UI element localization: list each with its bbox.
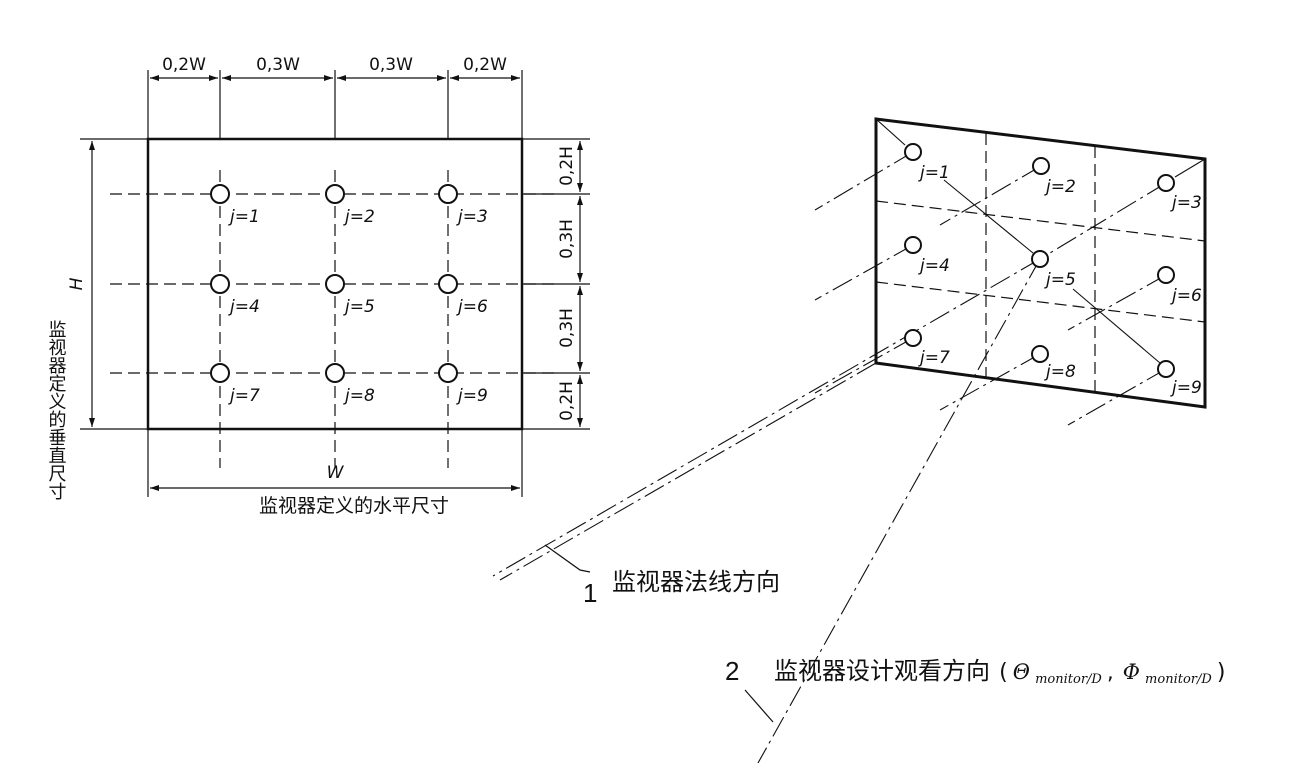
height-symbol: H bbox=[67, 277, 87, 290]
point-label: j=2 bbox=[343, 207, 375, 227]
point-label: j=3 bbox=[1170, 193, 1202, 213]
point-label: j=7 bbox=[228, 386, 260, 406]
normal-direction-line bbox=[492, 258, 1041, 577]
point-label: j=4 bbox=[228, 297, 260, 317]
diagonals bbox=[875, 118, 1206, 364]
point-label: j=9 bbox=[1170, 378, 1202, 398]
point-label: j=6 bbox=[456, 297, 488, 317]
perspective-grid bbox=[875, 133, 1206, 392]
height-dim-4: 0,2H bbox=[557, 381, 577, 421]
point-label: j=5 bbox=[1044, 270, 1076, 290]
point-label: j=1 bbox=[228, 207, 260, 227]
perspective-points bbox=[904, 143, 1175, 378]
callout-1-number: 1 bbox=[583, 578, 597, 608]
leader-line-1 bbox=[544, 544, 591, 573]
front-view-labels: 0,2W 0,3W 0,3W 0,2W 0,2H 0,3H 0,3H 0,2H … bbox=[46, 55, 578, 517]
point-label: j=3 bbox=[456, 207, 488, 227]
grid-lines bbox=[110, 170, 560, 468]
perspective-view bbox=[492, 117, 1207, 763]
phi-symbol: Φ bbox=[1123, 660, 1140, 684]
point-label: j=6 bbox=[1170, 286, 1202, 306]
monitor-outline-perspective bbox=[874, 117, 1207, 409]
width-caption: 监视器定义的水平尺寸 bbox=[259, 495, 449, 517]
width-dim-4: 0,2W bbox=[463, 55, 507, 75]
leader-line-2 bbox=[744, 689, 774, 723]
dimension-lines bbox=[89, 75, 583, 491]
theta-symbol: Θ bbox=[1013, 660, 1030, 684]
width-dim-3: 0,3W bbox=[369, 55, 413, 75]
height-dim-1: 0,2H bbox=[557, 146, 577, 186]
point-label: j=5 bbox=[343, 297, 375, 317]
callout-1-label: 监视器法线方向 bbox=[612, 568, 780, 596]
point-label: j=8 bbox=[343, 386, 375, 406]
design-viewing-direction-line bbox=[757, 258, 1041, 763]
callout-2-label: 监视器设计观看方向 ( Θ monitor/D , Φ monitor/D ) bbox=[774, 657, 1226, 687]
width-dim-1: 0,2W bbox=[162, 55, 206, 75]
point-label: j=1 bbox=[918, 163, 950, 183]
front-view bbox=[80, 70, 590, 497]
height-caption: 监视器定义的垂直尺寸 bbox=[46, 320, 67, 500]
height-dim-3: 0,3H bbox=[557, 308, 577, 348]
extension-lines bbox=[80, 70, 590, 497]
viewing-direction-lines bbox=[492, 151, 1167, 763]
callout-2-number: 2 bbox=[725, 656, 739, 686]
width-symbol: W bbox=[327, 463, 345, 483]
point-label: j=4 bbox=[918, 256, 950, 276]
measurement-points bbox=[210, 184, 458, 383]
point-label: j=8 bbox=[1044, 362, 1076, 382]
width-dim-2: 0,3W bbox=[256, 55, 300, 75]
point-label: j=7 bbox=[918, 348, 950, 368]
point-label: j=9 bbox=[456, 386, 488, 406]
point-label: j=2 bbox=[1044, 177, 1076, 197]
perspective-labels: j=1 j=2 j=3 j=4 j=5 j=6 j=7 j=8 j=9 1 监视… bbox=[583, 163, 1226, 687]
height-dim-2: 0,3H bbox=[557, 219, 577, 259]
